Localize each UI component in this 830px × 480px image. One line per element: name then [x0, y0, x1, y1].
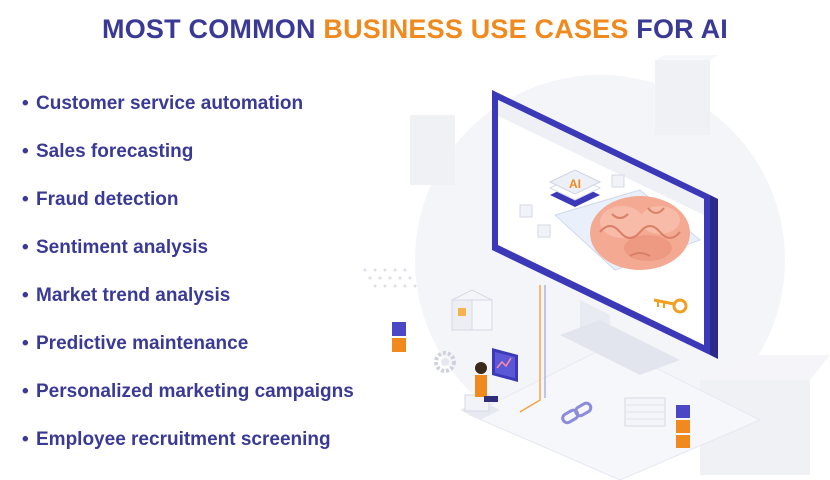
list-item-label: Employee recruitment screening — [36, 429, 331, 450]
list-item-label: Predictive maintenance — [36, 333, 249, 354]
brain-icon — [590, 196, 690, 270]
gear-icon — [434, 351, 456, 373]
title-part-1: MOST COMMON — [102, 14, 316, 44]
list-item-label: Sales forecasting — [36, 141, 194, 162]
bullet-marker: • — [22, 429, 29, 450]
use-case-list: • Customer service automation • Sales fore… — [22, 90, 354, 474]
ai-badge-label: AI — [569, 177, 581, 191]
bullet-marker: • — [22, 189, 29, 210]
data-block-icon — [450, 289, 494, 331]
list-item-label: Customer service automation — [36, 93, 304, 114]
bullet-marker: • — [22, 381, 29, 402]
layers-block-icon — [624, 397, 666, 427]
list-item: • Market trend analysis — [22, 282, 354, 330]
cube-cluster — [519, 174, 625, 238]
list-item: • Sales forecasting — [22, 138, 354, 186]
key-icon — [653, 298, 688, 314]
ai-isometric-illustration: AI — [363, 55, 830, 480]
list-item: • Sentiment analysis — [22, 234, 354, 282]
list-item: • Customer service automation — [22, 90, 354, 138]
list-item-label: Personalized marketing campaigns — [36, 381, 354, 402]
title-part-highlight: BUSINESS USE CASES — [323, 14, 629, 44]
list-item-label: Market trend analysis — [36, 285, 231, 306]
bullet-marker: • — [22, 333, 29, 354]
connector-line — [519, 285, 541, 413]
page-title: MOST COMMON BUSINESS USE CASES FOR AI — [0, 14, 830, 45]
list-item: • Fraud detection — [22, 186, 354, 234]
list-item: • Personalized marketing campaigns — [22, 378, 354, 426]
bullet-marker: • — [22, 141, 29, 162]
cube-tower-icon — [676, 405, 690, 448]
list-item-label: Fraud detection — [36, 189, 179, 210]
person-at-laptop-icon — [460, 348, 518, 420]
cube-stack-icon — [392, 322, 406, 352]
bullet-marker: • — [22, 237, 29, 258]
title-part-3: FOR AI — [636, 14, 728, 44]
list-item: • Predictive maintenance — [22, 330, 354, 378]
ai-chip-badge: AI — [548, 169, 602, 207]
chain-link-icon — [561, 401, 593, 425]
list-item: • Employee recruitment screening — [22, 426, 354, 474]
bullet-marker: • — [22, 285, 29, 306]
dot-pattern — [363, 268, 417, 288]
list-item-label: Sentiment analysis — [36, 237, 209, 258]
bullet-marker: • — [22, 93, 29, 114]
